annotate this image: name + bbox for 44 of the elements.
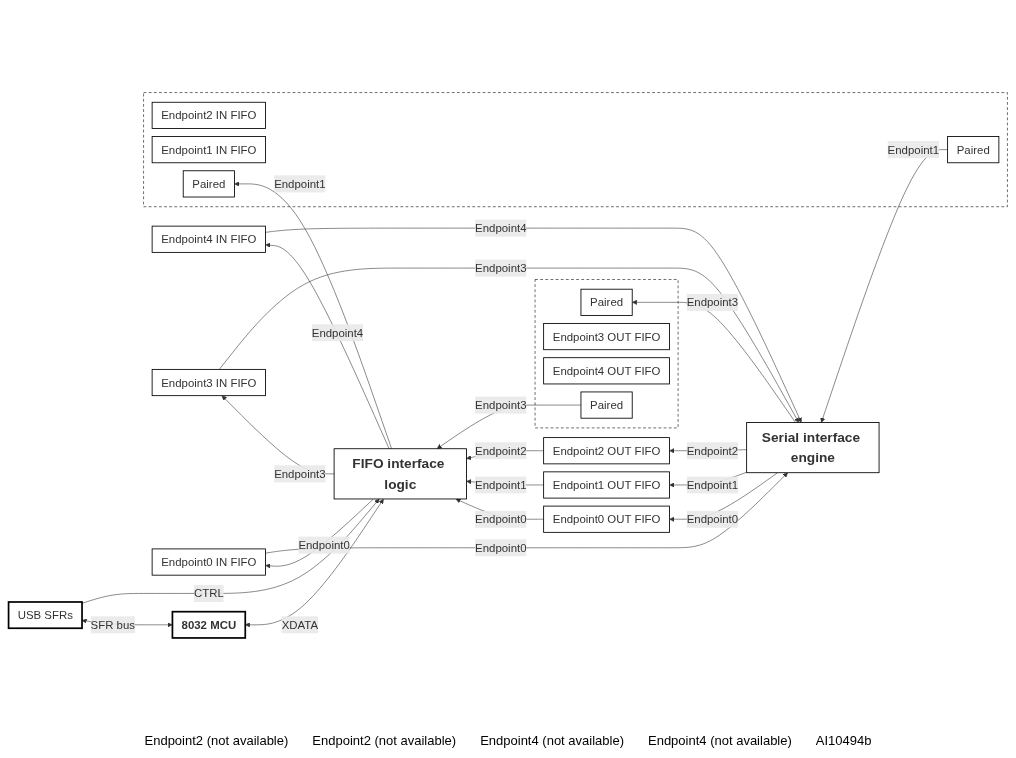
- note-label: Endpoint2 (not available): [312, 732, 457, 748]
- node-box: Endpoint4 IN FIFO: [151, 225, 266, 253]
- edge-label: Endpoint0: [475, 512, 527, 526]
- edge-label: CTRL: [193, 586, 224, 600]
- edge-label: XDATA: [281, 618, 319, 631]
- node-box: Endpoint0 IN FIFO: [151, 548, 266, 576]
- edge-label: Endpoint3: [475, 261, 527, 275]
- edge-label: Endpoint2: [686, 444, 739, 457]
- edge-label: Endpoint3: [686, 295, 739, 309]
- node-box: Endpoint3 IN FIFO: [151, 368, 266, 396]
- note-label: AI10494b: [815, 732, 872, 748]
- node-box: FIFO interface logic: [333, 448, 467, 500]
- edge-label: Endpoint4: [311, 326, 364, 339]
- node-box: Endpoint1 OUT FIFO: [543, 471, 670, 499]
- cluster: [534, 278, 679, 428]
- edge-label: SFR bus: [90, 618, 135, 631]
- note-label: Endpoint4 (not available): [480, 732, 624, 748]
- edge-label: Endpoint0: [686, 512, 739, 526]
- edge-label: Endpoint1: [274, 177, 326, 190]
- edge-label: Endpoint2: [475, 444, 527, 457]
- node-box: Paired: [580, 288, 633, 316]
- node-box: Paired: [182, 170, 235, 198]
- edge-label: Endpoint1: [686, 478, 739, 491]
- edge-label: Endpoint0: [475, 541, 527, 554]
- node-box: Endpoint4 OUT FIFO: [543, 357, 670, 385]
- node-box: Serial interface engine: [746, 421, 880, 473]
- node-box: Endpoint3 OUT FIFO: [543, 322, 670, 350]
- edge-label: Endpoint3: [274, 467, 326, 480]
- edge-label: Endpoint3: [475, 398, 527, 412]
- node-box: Paired: [947, 135, 1000, 163]
- node-box: Endpoint2 OUT FIFO: [543, 436, 670, 464]
- node-box: Endpoint1 IN FIFO: [151, 135, 266, 163]
- note-label: Endpoint2 (not available): [144, 732, 289, 748]
- edge-label: Endpoint1: [887, 143, 940, 156]
- cluster: [143, 92, 1008, 207]
- node-box: Endpoint0 OUT FIFO: [543, 505, 670, 533]
- node-box: Endpoint2 IN FIFO: [151, 101, 266, 129]
- edge-label: Endpoint4: [475, 221, 527, 235]
- node-box: Paired: [580, 391, 633, 419]
- edge-label: Endpoint0: [298, 538, 350, 552]
- node-box: USB SFRs: [7, 600, 83, 629]
- node-box: 8032 MCU: [171, 610, 247, 639]
- edge-label: Endpoint1: [475, 478, 527, 491]
- note-label: Endpoint4 (not available): [648, 732, 792, 748]
